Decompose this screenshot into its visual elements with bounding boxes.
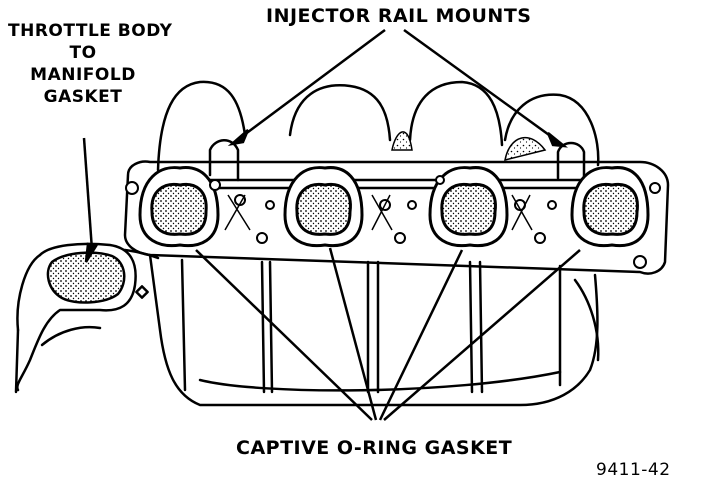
figure-number: 9411-42 bbox=[596, 460, 671, 480]
runner-hump-4 bbox=[503, 93, 600, 167]
rail-mount-left bbox=[208, 139, 240, 182]
runner-hump-1 bbox=[156, 80, 247, 172]
runner-hump-2 bbox=[288, 84, 392, 142]
throttle-body-label-line-3: MANIFOLD bbox=[30, 65, 136, 85]
throttle-body-gasket-label: THROTTLE BODY TO MANIFOLD GASKET bbox=[8, 20, 173, 108]
rail-mount-right bbox=[556, 141, 586, 184]
throttle-body-housing bbox=[16, 242, 137, 392]
captive-oring-gasket-label: CAPTIVE O-RING GASKET bbox=[236, 437, 513, 459]
injector-rail-mounts-label: INJECTOR RAIL MOUNTS bbox=[266, 5, 532, 27]
throttle-body-label-line-4: GASKET bbox=[43, 87, 123, 107]
runner-hump-3 bbox=[408, 80, 504, 147]
throttle-body-label-line-1: THROTTLE BODY bbox=[8, 21, 173, 41]
throttle-body-label-line-2: TO bbox=[69, 43, 97, 63]
